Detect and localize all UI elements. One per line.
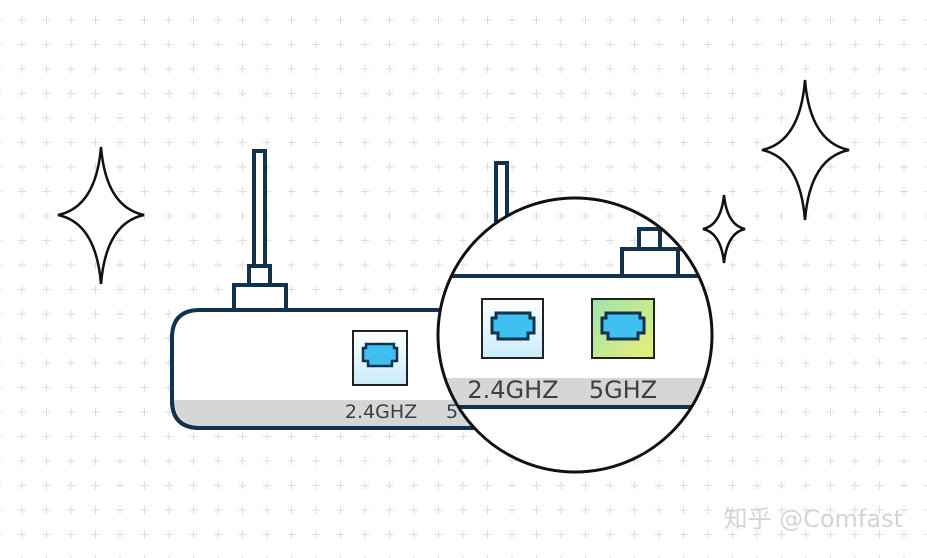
zoomed-ethernet-port-icon-24 <box>490 311 536 341</box>
ethernet-port-icon <box>361 342 399 368</box>
sparkle-icon-right-small <box>702 194 746 264</box>
zoomed-bottom-band <box>438 378 712 407</box>
sparkle-icon-right-large <box>761 79 850 221</box>
zoomed-antenna-base <box>620 247 680 278</box>
port-label-24ghz: 2.4GHZ <box>345 401 417 423</box>
zoomed-label-5ghz: 5GHZ <box>589 376 657 404</box>
magnifier-lens: 2.4GHZ 5GHZ <box>436 196 714 474</box>
antenna-left-rod <box>252 149 267 268</box>
antenna-left-base <box>232 283 288 312</box>
zoomed-label-24ghz: 2.4GHZ <box>467 376 558 404</box>
watermark: 知乎 @Comfast <box>723 505 903 533</box>
zoomed-ethernet-port-icon-5 <box>600 311 646 341</box>
antenna-left-joint <box>247 264 272 287</box>
sparkle-icon-left <box>57 146 145 285</box>
port-label-5ghz-partial: 5 <box>446 401 458 423</box>
antenna-right-rod <box>494 161 509 225</box>
